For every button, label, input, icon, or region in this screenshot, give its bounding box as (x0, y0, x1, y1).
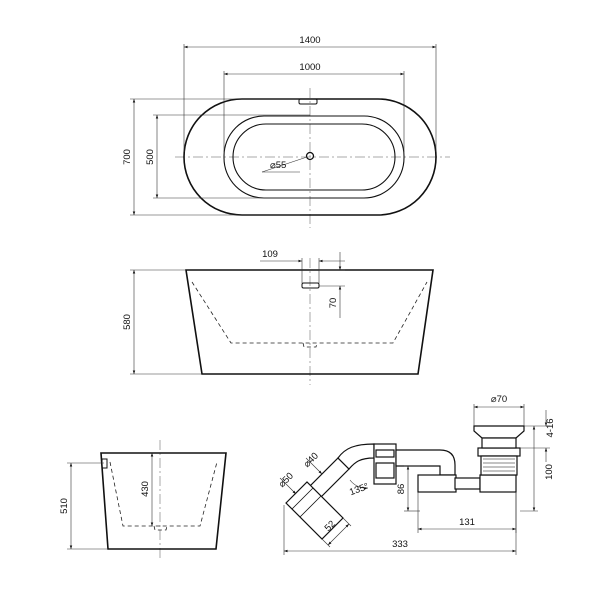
dim-52-line (327, 523, 350, 546)
dim-70dia-label: ⌀70 (491, 394, 507, 405)
dim-52-ext-right (342, 517, 352, 527)
dim-4-16-label: 4-16 (545, 418, 556, 437)
waste-trap-left-fitting (417, 474, 457, 493)
dim-86-label: 86 (396, 484, 407, 495)
waste-plug-body (480, 455, 518, 476)
tub-front-inner-basin (191, 281, 428, 344)
tub-front-overflow (301, 282, 320, 289)
dim-50dia-leader (279, 477, 297, 495)
tub-side-body (100, 452, 227, 550)
dim-430-label: 430 (140, 481, 151, 497)
waste-trap-right-fitting (479, 474, 517, 493)
front-view: 109 70 580 (122, 249, 434, 385)
tub-side-overflow (101, 458, 108, 469)
waste-plug-collar (477, 447, 521, 457)
dim-40dia-label: ⌀40 (302, 451, 321, 470)
tub-front-drain (302, 342, 318, 348)
tub-rim-outline (223, 115, 405, 199)
tub-side-drain (153, 525, 168, 531)
waste-plug-thread (483, 458, 515, 472)
drain-diameter-label: ⌀55 (270, 160, 286, 171)
dim-500-label: 500 (145, 149, 156, 165)
dim-109-label: 109 (262, 249, 278, 260)
tub-side-inner-basin (109, 461, 218, 527)
waste-outlet-block (285, 481, 344, 540)
tub-front-body (185, 269, 434, 375)
waste-kit: ⌀70 4-16 100 86 131 333 52 ⌀50 (277, 394, 556, 555)
dim-52-ext-left (321, 538, 331, 548)
waste-plug-cap (473, 425, 525, 439)
dim-50dia-label: ⌀50 (277, 471, 296, 490)
dim-100-label: 100 (544, 464, 555, 480)
drain-circle (305, 151, 315, 161)
tub-basin-outline (232, 123, 396, 191)
overflow-slot (298, 98, 318, 105)
dim-131-label: 131 (459, 517, 475, 528)
dim-135-angle-arc (349, 479, 369, 490)
waste-plug-stem (481, 437, 517, 449)
dim-580-label: 580 (122, 314, 133, 330)
dim-1400-label: 1400 (299, 35, 320, 46)
dim-333-label: 333 (392, 539, 408, 550)
side-view: 430 510 (59, 440, 227, 560)
waste-connector-nut-top (375, 449, 395, 458)
drain-leader-line (261, 156, 308, 173)
dim-700-label: 700 (122, 149, 133, 165)
waste-trap-link (454, 477, 481, 490)
waste-outlet-ribs (291, 487, 322, 518)
waste-overflow-pipe (395, 449, 456, 476)
dim-135-angle-label: 135° (348, 481, 370, 498)
dim-40dia-leader (305, 457, 323, 475)
dim-1000-label: 1000 (299, 62, 320, 73)
waste-connector-nut-bottom (375, 462, 395, 479)
dim-510-label: 510 (59, 498, 70, 514)
dim-70-label: 70 (328, 298, 339, 309)
top-view: ⌀55 1400 1000 700 500 (122, 35, 450, 228)
